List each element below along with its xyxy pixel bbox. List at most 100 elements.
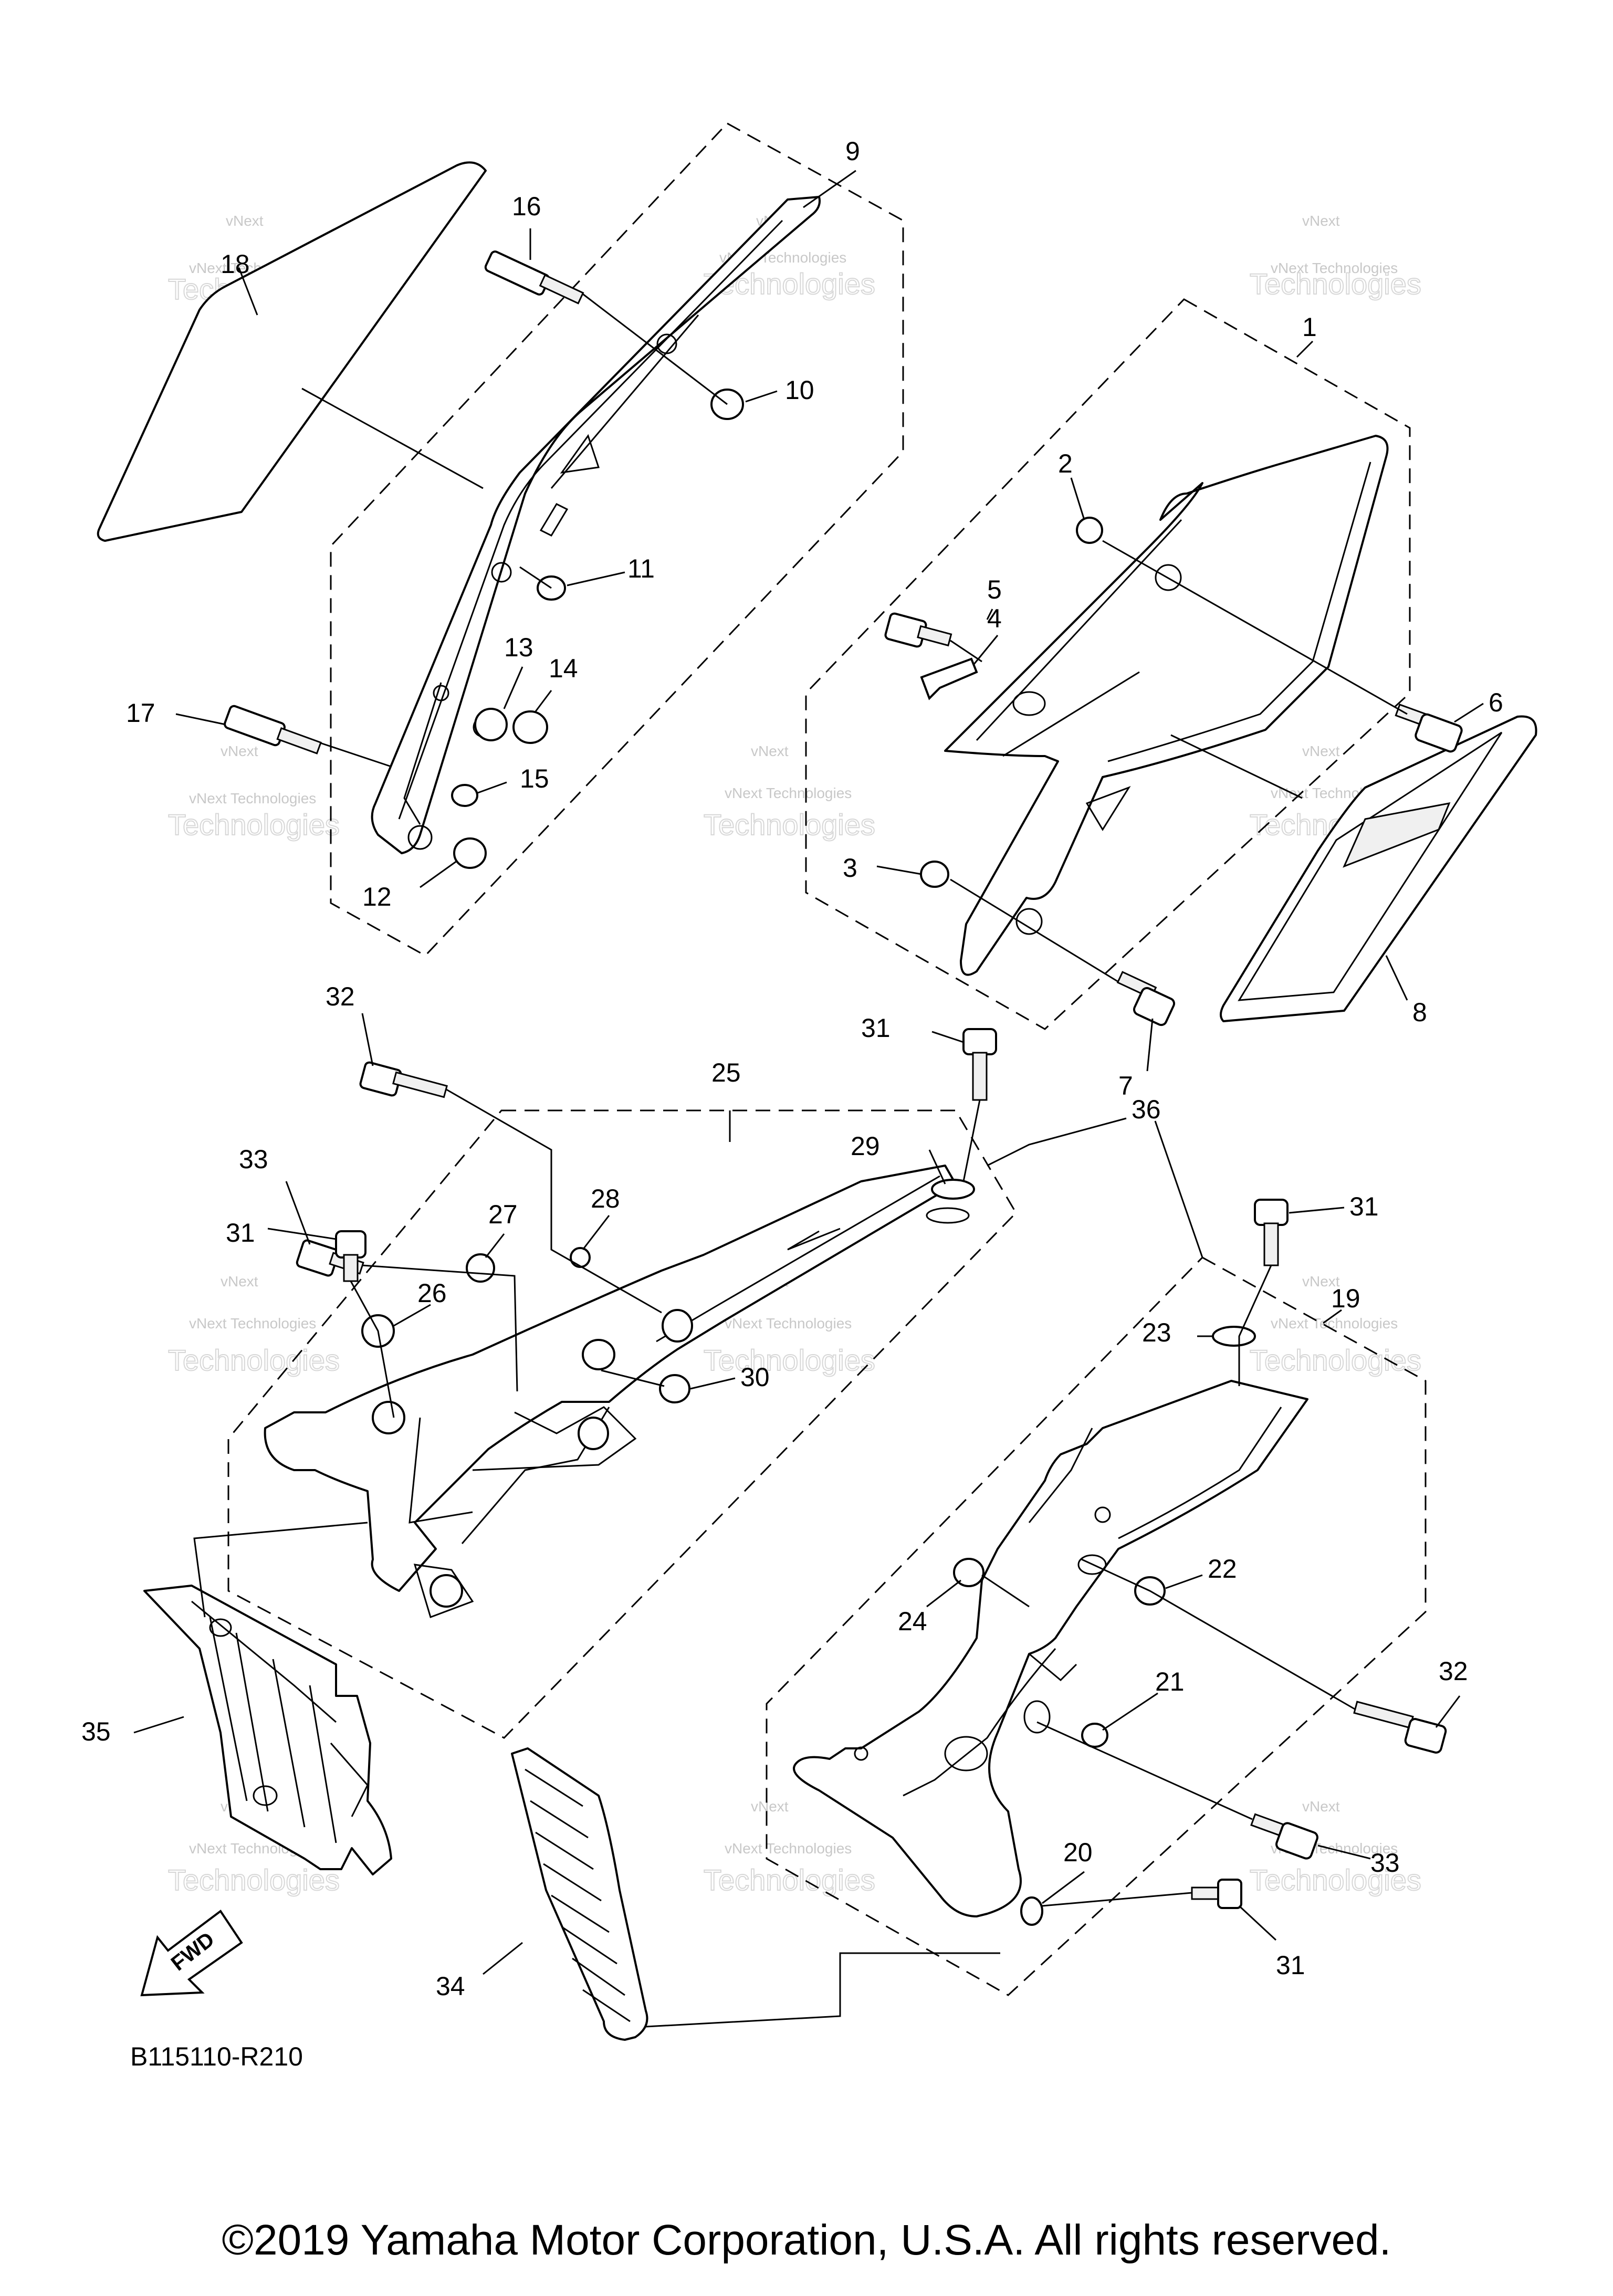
bolt-17 xyxy=(224,705,322,754)
svg-text:Technologies: Technologies xyxy=(1250,1344,1421,1377)
bolt-32-lower xyxy=(1353,1701,1447,1754)
callout-4: 4 xyxy=(987,604,1002,633)
callout-leaders xyxy=(133,170,1484,1975)
svg-text:Technologies: Technologies xyxy=(704,808,875,841)
callout-3: 3 xyxy=(843,853,857,883)
assembly-outline-25 xyxy=(227,1109,1017,1739)
callout-2: 2 xyxy=(1058,449,1073,478)
callout-6: 6 xyxy=(1489,688,1503,717)
callout-25: 25 xyxy=(711,1058,741,1087)
nut-28 xyxy=(570,1247,591,1268)
washer-12 xyxy=(453,837,487,869)
svg-text:Technologies: Technologies xyxy=(168,1863,340,1896)
callout-labels: 9 16 18 10 11 13 14 15 12 17 1 2 5 4 6 3… xyxy=(81,137,1503,2001)
part-8-decal xyxy=(1170,715,1537,1022)
grommet-3 xyxy=(920,861,949,888)
bolt-33-lower xyxy=(1250,1813,1318,1860)
watermark-4: vNext vNext Technologies Technologies xyxy=(167,743,340,842)
callout-20: 20 xyxy=(1063,1838,1093,1867)
clip-4 xyxy=(920,657,978,700)
nut-2 xyxy=(1076,517,1103,544)
watermark-3: vNext vNext Technologies Technologies xyxy=(1249,213,1422,301)
callout-1: 1 xyxy=(1302,312,1317,342)
callout-19: 19 xyxy=(1331,1284,1360,1313)
callout-8: 8 xyxy=(1412,998,1427,1027)
watermark-5: vNext vNext Technologies Technologies xyxy=(703,743,876,842)
grommet-14 xyxy=(512,710,548,744)
svg-text:Technologies: Technologies xyxy=(704,1344,875,1377)
part-1-side-cover xyxy=(944,435,1389,976)
svg-text:Technologies: Technologies xyxy=(168,1344,340,1377)
callout-7: 7 xyxy=(1118,1071,1133,1100)
callout-12: 12 xyxy=(362,882,392,911)
callout-31-top: 31 xyxy=(861,1013,891,1043)
collar-24 xyxy=(953,1558,984,1587)
washer-21 xyxy=(1081,1723,1108,1748)
callout-5: 5 xyxy=(987,575,1002,604)
svg-text:Technologies: Technologies xyxy=(168,808,340,841)
callout-10: 10 xyxy=(785,375,814,405)
collar-27 xyxy=(466,1253,495,1283)
callout-9: 9 xyxy=(845,137,860,166)
assembly-lines xyxy=(193,293,1408,2028)
svg-text:vNext Technologies: vNext Technologies xyxy=(725,785,852,801)
callout-13: 13 xyxy=(504,633,533,662)
grommet-30 xyxy=(659,1374,690,1403)
hardware-group xyxy=(224,250,1463,1926)
bolt-31-bottom xyxy=(1191,1879,1242,1909)
watermark-11: vNext vNext Technologies Technologies xyxy=(703,1798,876,1897)
part-35-radiator-cover xyxy=(143,1585,392,1875)
svg-text:vNext: vNext xyxy=(1302,743,1340,759)
callout-23: 23 xyxy=(1142,1318,1171,1347)
svg-text:vNext Technologies: vNext Technologies xyxy=(1271,1315,1398,1332)
part-18-sheet xyxy=(97,161,487,542)
grommet-23 xyxy=(1212,1326,1256,1347)
callout-11: 11 xyxy=(627,554,655,583)
bolt-6 xyxy=(1395,703,1463,753)
callout-15: 15 xyxy=(520,764,549,793)
callout-17: 17 xyxy=(126,698,155,728)
part-19-lower-cover xyxy=(793,1380,1308,1917)
bolt-31-right-upper xyxy=(1254,1199,1289,1266)
part-34-grille xyxy=(511,1747,648,2041)
assembly-outline-1 xyxy=(805,298,1411,1030)
svg-text:Technologies: Technologies xyxy=(1250,1863,1421,1896)
svg-text:vNext: vNext xyxy=(1302,1273,1340,1289)
fwd-arrow-icon: FWD xyxy=(140,1910,243,1997)
collar-13 xyxy=(474,708,508,741)
watermark-9: vNext vNext Technologies Technologies xyxy=(1249,1273,1422,1377)
grommet-29 xyxy=(931,1179,975,1200)
watermark-12: vNext vNext Technologies Technologies xyxy=(1249,1798,1422,1897)
bolt-31-top xyxy=(962,1028,997,1101)
callout-31-bottom: 31 xyxy=(1276,1951,1305,1980)
bolt-7 xyxy=(1116,971,1176,1026)
watermark-group: vNext vNext Technologies Technologies vN… xyxy=(167,213,1422,1897)
callout-35: 35 xyxy=(81,1717,111,1746)
svg-text:vNext Technologies: vNext Technologies xyxy=(725,1315,852,1332)
svg-text:vNext Technologies: vNext Technologies xyxy=(725,1840,852,1857)
svg-text:vNext Technologies: vNext Technologies xyxy=(189,1315,316,1332)
callout-33-lower: 33 xyxy=(1370,1848,1400,1878)
bolt-32-upper xyxy=(359,1061,448,1098)
callout-14: 14 xyxy=(549,654,578,683)
callout-26: 26 xyxy=(417,1278,447,1308)
callout-32-lower: 32 xyxy=(1439,1657,1468,1686)
callout-28: 28 xyxy=(591,1184,620,1213)
svg-text:vNext Technologies: vNext Technologies xyxy=(1271,260,1398,276)
callout-31-right-upper: 31 xyxy=(1349,1192,1379,1221)
callout-27: 27 xyxy=(488,1200,518,1229)
callout-22: 22 xyxy=(1208,1554,1237,1584)
callout-21: 21 xyxy=(1155,1667,1185,1696)
part-9-cowl xyxy=(371,196,821,854)
callout-18: 18 xyxy=(221,249,250,279)
svg-text:vNext: vNext xyxy=(751,1798,789,1815)
svg-text:Technologies: Technologies xyxy=(1250,267,1421,300)
svg-text:Technologies: Technologies xyxy=(704,1863,875,1896)
callout-36: 36 xyxy=(1132,1095,1161,1124)
assembly-outline-19 xyxy=(766,1256,1427,1996)
grommet-20 xyxy=(1020,1896,1043,1926)
watermark-7: vNext vNext Technologies Technologies xyxy=(167,1273,340,1377)
part-25-bracket xyxy=(264,1165,970,1618)
svg-text:vNext: vNext xyxy=(751,743,789,759)
